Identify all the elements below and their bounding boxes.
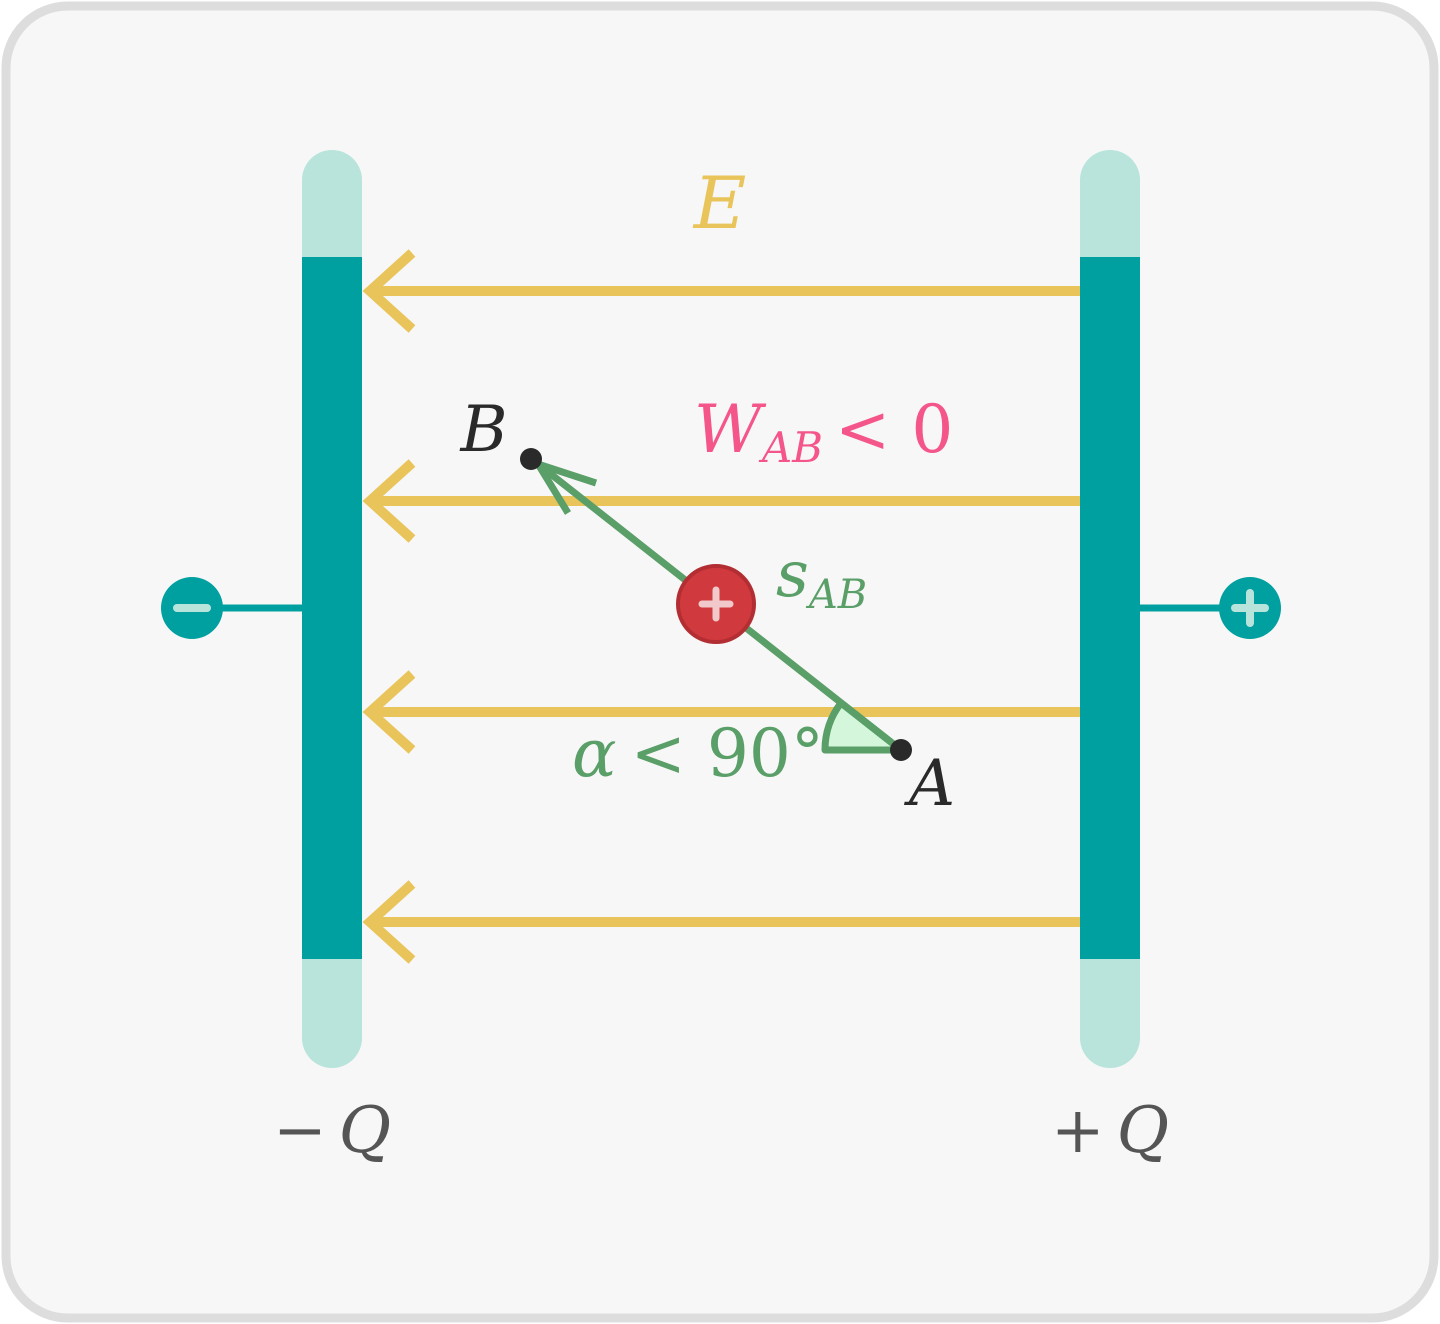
negative-plate-body bbox=[302, 257, 362, 959]
point-b-dot bbox=[520, 448, 542, 470]
positive-plate-charge: Q bbox=[1117, 1094, 1169, 1168]
test-charge bbox=[676, 564, 756, 644]
field-arrow bbox=[362, 459, 1080, 543]
work-relation: < 0 bbox=[835, 391, 953, 468]
work-main: W bbox=[694, 391, 767, 468]
field-arrow bbox=[362, 249, 1080, 333]
angle-relation: < 90° bbox=[631, 715, 824, 792]
positive-terminal bbox=[1140, 577, 1281, 639]
plus-icon bbox=[1231, 589, 1269, 627]
field-arrow bbox=[362, 670, 1080, 754]
negative-terminal bbox=[161, 577, 302, 639]
positive-plate-sign: + bbox=[1051, 1094, 1105, 1168]
field-arrow bbox=[362, 880, 1080, 964]
positive-plate-label: +Q bbox=[1051, 1094, 1169, 1168]
angle-symbol: α bbox=[572, 715, 617, 792]
angle-label: α< 90° bbox=[572, 715, 824, 792]
displacement-main: s bbox=[776, 538, 809, 612]
work-label: WAB< 0 bbox=[694, 391, 953, 472]
negative-plate bbox=[302, 150, 362, 1068]
field-label: E bbox=[692, 161, 747, 245]
positive-plate-body bbox=[1080, 257, 1140, 959]
work-sub: AB bbox=[758, 423, 823, 472]
point-b-label: B bbox=[459, 393, 507, 467]
positive-plate bbox=[1080, 150, 1140, 1068]
displacement-label: sAB bbox=[776, 538, 867, 618]
displacement-sub: AB bbox=[805, 572, 867, 618]
field-lines bbox=[362, 249, 1080, 964]
point-a-dot bbox=[890, 739, 912, 761]
negative-plate-label: −Q bbox=[273, 1094, 391, 1168]
negative-plate-charge: Q bbox=[339, 1094, 391, 1168]
negative-plate-sign: − bbox=[273, 1094, 327, 1168]
plus-icon bbox=[698, 586, 734, 622]
point-a-label: A bbox=[904, 747, 955, 821]
